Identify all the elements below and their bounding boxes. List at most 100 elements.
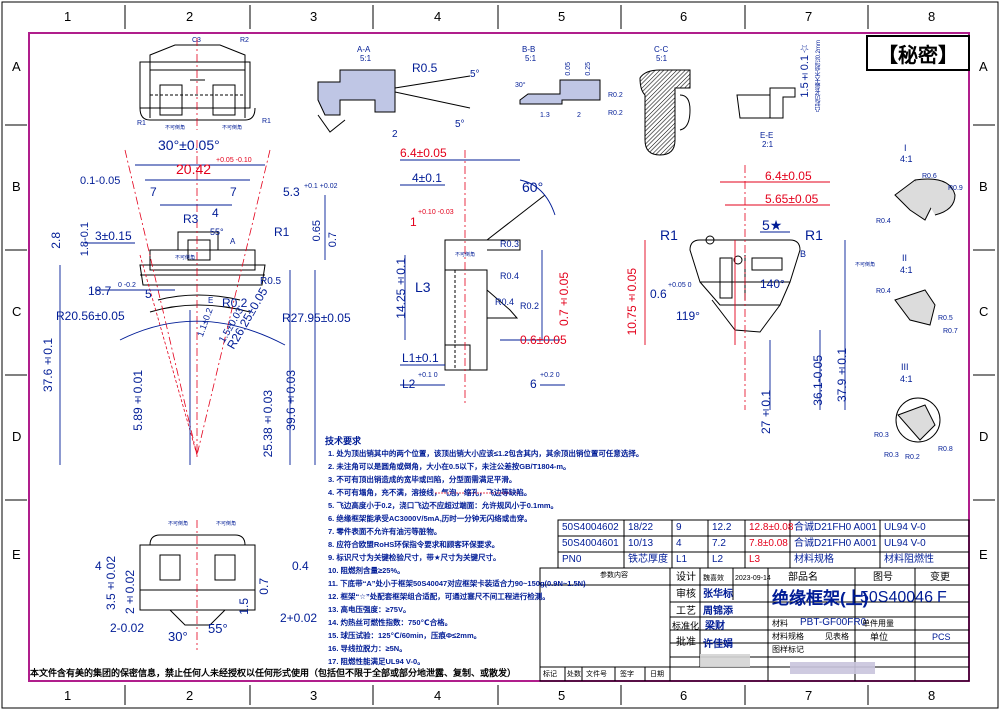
tb-hist-sign: 签字 [620, 671, 634, 678]
dim-25-38: 25.38±0.03 [261, 390, 275, 458]
dim-5-65: 5.65±0.05 [765, 192, 819, 206]
variant-table-cell: 7.2 [712, 538, 726, 549]
tech-note-item: 5. 飞边高度小于0.2，浇口飞边不应超过端面：允许规风小于0.1mm。 [328, 501, 559, 510]
tb-checker-label: 审核 [676, 589, 696, 600]
dim-5-3: 5.3 [283, 185, 300, 199]
dim-5-3-tol: +0.1 +0.02 [304, 183, 338, 190]
dim-55deg-bottom: 55° [208, 621, 228, 636]
tech-note-item: 2. 未注角可以是圆角或倒角，大小在0.5以下，未注公差按GB/T1804-m。 [328, 462, 571, 471]
col-ref-5-bottom: 5 [558, 688, 566, 703]
dim-30deg-bb: 30° [515, 82, 526, 89]
tb-designer: 魏喜效 [703, 575, 724, 582]
variant-table-cell: 12.2 [712, 522, 732, 533]
side-view-dimlines [400, 159, 565, 386]
dim-r05-aa: R0.5 [412, 61, 438, 75]
tb-unit-label: 单位 [870, 632, 889, 642]
front-view [139, 231, 266, 313]
dim-0-65: 0.65 [311, 220, 323, 242]
row-ref-d-right: D [979, 429, 989, 444]
tech-note-item: 11. 下底带“A”处小于框架50S40047对应框架卡装适合力90~150g(… [328, 579, 586, 588]
row-ref-a: A [12, 59, 21, 74]
tech-note-item: 15. 球压试验：125℃/60min，压痕Φ≤2mm。 [328, 631, 482, 640]
dim-7-left: 7 [150, 185, 157, 199]
variant-table-cell: 合诚D21FH0 A001 [794, 522, 877, 533]
dim-1-5-bottom: 1.5 [237, 598, 251, 615]
row-ref-c: C [12, 304, 22, 319]
section-cc [639, 69, 691, 156]
dim-18-7: 18.7 [88, 284, 112, 298]
dim-1-side: 1 [410, 215, 417, 229]
bottom-view [139, 534, 256, 626]
dim-13-bb: 1.3 [540, 112, 550, 119]
col-ref-2-bottom: 2 [186, 688, 194, 703]
row-ref-c-right: C [979, 304, 989, 319]
tb-part-name: 绝缘框架(上) [772, 589, 869, 608]
tb-std: 梁财 [705, 621, 725, 632]
dim-6-side-tol: +0.2 0 [540, 372, 560, 379]
dim-angle-30: 30°±0.05° [158, 137, 220, 153]
tb-hist-count: 处数 [567, 671, 581, 678]
dim-1-side-tol: +0.10 -0.03 [418, 209, 454, 216]
tb-drawing-no-label: 图号 [873, 572, 893, 583]
dim-l2-tol: +0.1 0 [418, 372, 438, 379]
dim-r1-right-2: R1 [805, 227, 823, 243]
dim-60deg: 60° [522, 179, 544, 195]
tech-note-item: 16. 导线拉脱力：≥5N。 [328, 644, 407, 653]
col-ref-1-bottom: 1 [64, 688, 72, 703]
dim-2-bb: 2 [577, 112, 581, 119]
section-bb-label: B-B [522, 45, 536, 54]
tb-graphic-label: 图样标记 [772, 645, 804, 654]
dim-0-6-right: 0.6 [650, 287, 667, 301]
dim-r07-detail: R0.7 [943, 328, 958, 335]
dim-0-7-side: 0.7±0.05 [557, 272, 571, 327]
dim-0-4-bottom: 0.4 [292, 559, 309, 573]
label-no-corner-7: 不可倒角 [855, 262, 876, 268]
section-ee-scale: 2:1 [762, 140, 774, 149]
tb-change-label: 变更 [930, 572, 950, 583]
label-no-corner-3: 不可倒角 [168, 521, 189, 527]
dim-2-bottom: 2±0.02 [123, 570, 137, 615]
dim-2-002: 2-0.02 [110, 621, 145, 635]
dim-r05-detail: R0.5 [938, 315, 953, 322]
right-view [689, 235, 801, 333]
note-ee: 凸起边长最大不超过0.2mm [816, 40, 822, 113]
tb-designer-label: 设计 [676, 572, 696, 583]
dim-36-1: 36.1-0.05 [811, 355, 825, 406]
col-ref-8-bottom: 8 [928, 688, 936, 703]
secret-stamp: 【秘密】 [866, 35, 970, 71]
section-aa [317, 69, 471, 133]
tech-note-item: 14. 灼热丝可燃性指数：750℃合格。 [328, 618, 453, 627]
dim-0-7: 0.7 [327, 232, 339, 248]
tech-note-item: 3. 不可有顶出销造成的宽毕或凹陷，分型面需满足平滑。 [328, 475, 517, 484]
dim-r02-bb-2: R0.2 [608, 110, 623, 117]
dim-5-star: 5★ [762, 217, 783, 233]
dim-r1-right-1: R1 [660, 227, 678, 243]
detail-i-label: I [904, 143, 907, 153]
tb-std-label: 标准化 [672, 621, 700, 631]
inner-frame [28, 32, 970, 682]
variant-table-cell: 12.8±0.08 [749, 522, 794, 533]
tech-note-item: 4. 不可有塌角，充不满，溶接线，气泡，缩孔，飞边等缺陷。 [328, 488, 532, 497]
dim-r1-front: R1 [274, 225, 290, 239]
dim-r02-side: R0.2 [520, 301, 540, 311]
dim-119deg: 119° [676, 309, 700, 323]
variant-table-cell: 7.8±0.08 [749, 538, 788, 549]
dim-6-4-side: 6.4±0.05 [400, 146, 447, 160]
tech-note-item: 13. 高电压强度：≥75V。 [328, 605, 411, 614]
front-view-construction [124, 140, 271, 460]
dim-5deg-aa-1: 5° [470, 69, 480, 80]
tb-process-label: 工艺 [676, 606, 696, 617]
dim-4-bottom: 4 [95, 559, 102, 573]
dim-10-75: 10.75±0.05 [625, 268, 639, 336]
mark-a-front: A [230, 237, 236, 246]
dim-025-bb: 0.25 [585, 62, 592, 76]
dim-15-ee: 1.5±0.1☆ [799, 42, 811, 98]
row-ref-b: B [12, 179, 21, 194]
dim-r06-detail: R0.6 [922, 173, 937, 180]
section-cc-label: C-C [654, 45, 669, 54]
dim-r20-56: R20.56±0.05 [56, 309, 125, 323]
dim-55deg: 55° [210, 227, 224, 237]
label-no-corner-1: 不可倒角 [165, 125, 186, 131]
variant-table-header-cell: 材料阻燃性 [884, 554, 934, 565]
